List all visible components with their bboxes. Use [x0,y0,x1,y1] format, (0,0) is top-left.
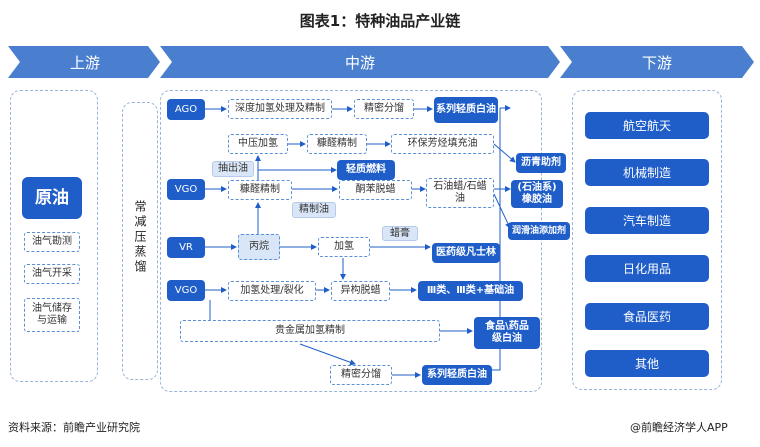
product-series-light-2: 系列轻质白油 [422,365,492,385]
feed-vr: VR [167,237,205,258]
upstream-item-explore: 油气勘测 [24,232,80,252]
source-note: 资料来源：前瞻产业研究院 [8,421,140,434]
feed-ago: AGO [167,99,205,120]
credit-note: @前瞻经济学人APP [630,421,728,434]
downstream-food-med: 食品医药 [585,303,709,330]
process-ketone-dewax: 酮苯脱蜡 [339,180,412,200]
label-wax-paste: 蜡膏 [382,226,418,241]
stage-midstream-label: 中游 [344,53,375,72]
stage-upstream-label: 上游 [69,53,100,72]
chart-title: 图表1：特种油品产业链 [299,12,461,30]
stage-downstream-label: 下游 [641,53,672,72]
crude-oil-node: 原油 [22,177,82,219]
downstream-daily-chem: 日化用品 [585,255,709,282]
product-food-oil: 食品\药品 级白油 [474,317,540,349]
label-refined-oil: 精制油 [292,202,336,218]
downstream-zone [572,90,722,390]
feed-vgo-2: VGO [167,280,205,301]
downstream-other: 其他 [585,350,709,377]
distill-zone [122,102,158,380]
process-iso-dewax: 异构脱蜡 [331,281,390,301]
product-lube-additive: 润滑油添加剂 [508,222,570,240]
upstream-item-extract: 油气开采 [24,264,80,284]
feed-vgo-1: VGO [167,179,205,200]
downstream-arrow [560,46,754,78]
upstream-item-storage: 油气储存 与运输 [24,298,80,332]
midstream-arrow [160,46,560,78]
product-petrolatum: 医药级凡士林 [432,243,500,263]
product-series-light-1: 系列轻质白油 [434,97,498,123]
product-rubber-oil: (石油系) 橡胶油 [511,180,563,208]
product-asphalt-aid: 沥青助剂 [516,153,566,173]
midstream-zone [160,90,542,392]
product-base-oil: Ⅲ类、Ⅲ类+基础油 [418,281,523,301]
product-light-fuel: 轻质燃料 [337,160,395,180]
process-furfural-1: 糠醛精制 [307,134,367,154]
upstream-arrow [8,46,160,78]
downstream-aerospace: 航空航天 [585,112,709,139]
distill-label: 常减压蒸馏 [133,200,147,275]
process-hydro-crack: 加氢处理/裂化 [228,281,316,301]
process-noble-metal: 贵金属加氢精制 [180,320,440,342]
process-hydrogenation: 加氢 [318,237,370,257]
downstream-auto: 汽车制造 [585,207,709,234]
downstream-machinery: 机械制造 [585,159,709,186]
process-fine-dist-1: 精密分馏 [354,99,414,119]
process-eco-aromatic: 环保芳烃填充油 [391,134,494,154]
upstream-zone [10,90,98,382]
process-mid-hydro: 中压加氢 [228,134,288,154]
product-paraffin: 石油蜡/石蜡 油 [426,178,494,208]
process-deep-hydro: 深度加氢处理及精制 [228,99,332,119]
process-fine-dist-2: 精密分馏 [330,365,392,385]
process-furfural-2: 糠醛精制 [228,180,292,200]
label-extract-oil: 抽出油 [212,161,254,177]
process-propane: 丙烷 [238,234,280,260]
